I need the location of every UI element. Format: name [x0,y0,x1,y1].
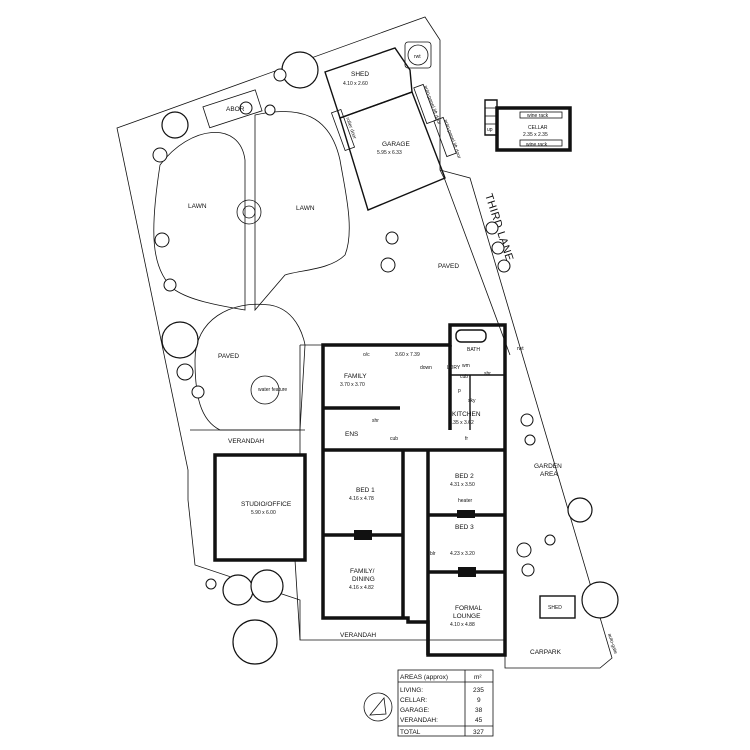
ldry-label: LDRY [447,365,461,371]
site-boundary [116,16,613,669]
driveway-line [439,169,511,356]
fireplace-bed1 [354,530,372,540]
bath-label: BATH [467,347,480,353]
lounge-label: LOUNGE [453,613,481,620]
blr-label: blr [430,551,436,557]
area-row-value: 9 [477,697,481,704]
studio-walls [213,453,307,562]
family-dining-label: FAMILY/ [350,568,375,575]
verandah-top-label: VERANDAH [228,438,264,445]
area-row-value: 45 [475,717,483,724]
bed2-dim: 4.31 x 3.50 [450,482,475,488]
down-label: down [420,365,432,371]
water-feature-label: water feature [258,387,287,393]
bed1-dim: 4.16 x 4.78 [349,496,374,502]
fr-label: fr [465,436,468,442]
garage-dim: 5.95 x 6.33 [377,150,402,156]
garage-label: GARAGE [382,141,410,148]
area-row-name: VERANDAH: [400,717,438,724]
shed-small-box [539,595,576,619]
rwt-side-label: rwt [517,346,524,352]
studio-dim: 5.90 x 6.00 [251,510,276,516]
bed2-label: BED 2 [455,473,474,480]
areas-table: AREAS (approx) m² LIVING: 235 CELLAR: 9 … [397,669,494,737]
rwt-top-label: rwt [414,54,421,60]
paved-left-label: PAVED [218,353,239,360]
wine-rack-top-label: wine rack [527,113,549,119]
cellar-plan [484,99,572,152]
fireplace-lounge [458,567,476,577]
family-dining-label-2: DINING [352,576,375,583]
area-total-name: TOTAL [400,729,421,736]
kitchen-label: KITCHEN [452,411,481,418]
paved-left-area [194,303,306,431]
wine-rack-bottom-label: wine rack [526,142,548,148]
formal-label: FORMAL [455,605,482,612]
area-row-name: CELLAR: [400,697,427,704]
verandah-bottom-label: VERANDAH [340,632,376,639]
area-row-value: 38 [475,707,483,714]
shed-top-label: SHED [351,71,369,78]
bath-tub [455,329,487,343]
garden-area-label-2: AREA [540,471,558,478]
trees [152,51,619,665]
kitchen-dim: 3.35 x 3.62 [449,420,474,426]
shed-small-label: SHED [548,605,562,611]
oc-label: o/c [363,352,370,358]
bed3-dim: 4.23 x 3.20 [450,551,475,557]
area-row-value: 235 [473,687,484,694]
water-feature-ring [250,375,280,405]
cellar-dim: 2.35 x 2.35 [523,132,548,138]
heater-label: heater [458,498,473,504]
shed-top-dim: 4.10 x 2.60 [343,81,368,87]
family-dining-dim: 4.16 x 4.82 [349,585,374,591]
bed3-label: BED 3 [455,524,474,531]
carpark-label: CARPARK [530,649,562,656]
lawn-left-label: LAWN [188,203,207,210]
auto-door-label-2: auto-panel lift door [442,119,462,160]
area-row-name: GARAGE: [400,707,430,714]
lawn-right-label: LAWN [296,205,315,212]
areas-header: AREAS (approx) [400,674,448,681]
wm-label: wm [462,363,470,369]
abor-structure [202,89,263,129]
dining-dim-label: 3.60 x 7.39 [395,352,420,358]
north-compass [363,692,393,722]
shr2-label: shr [372,418,379,424]
garden-area-label: GARDEN [534,463,562,470]
lawn-centre-feature [236,199,262,225]
fireplace-bed2 [457,510,475,518]
family-top-label: FAMILY [344,373,367,380]
area-row-name: LIVING: [400,687,423,694]
areas-unit: m² [474,674,482,681]
cub1-label: cub [460,374,468,380]
lawn-right [254,111,350,312]
shr1-label: shr [484,371,491,377]
abor-label: ABOR [226,106,245,113]
studio-label: STUDIO/OFFICE [241,501,292,508]
bed1-label: BED 1 [356,487,375,494]
p-label: p [458,388,461,394]
up-label: up [487,127,493,133]
verandah-top-outline [190,344,323,455]
family-top-dim: 3.70 x 3.70 [340,382,365,388]
paved-top-label: PAVED [438,263,459,270]
sky-label: sky [468,398,476,404]
lounge-dim: 4.10 x 4.88 [450,622,475,628]
cub2-label: cub [390,436,398,442]
cellar-label: CELLAR [528,125,548,131]
lawn-left [153,132,246,311]
area-total-value: 327 [473,729,484,736]
ens-label: ENS [345,431,359,438]
shed-garage-block [324,41,457,211]
